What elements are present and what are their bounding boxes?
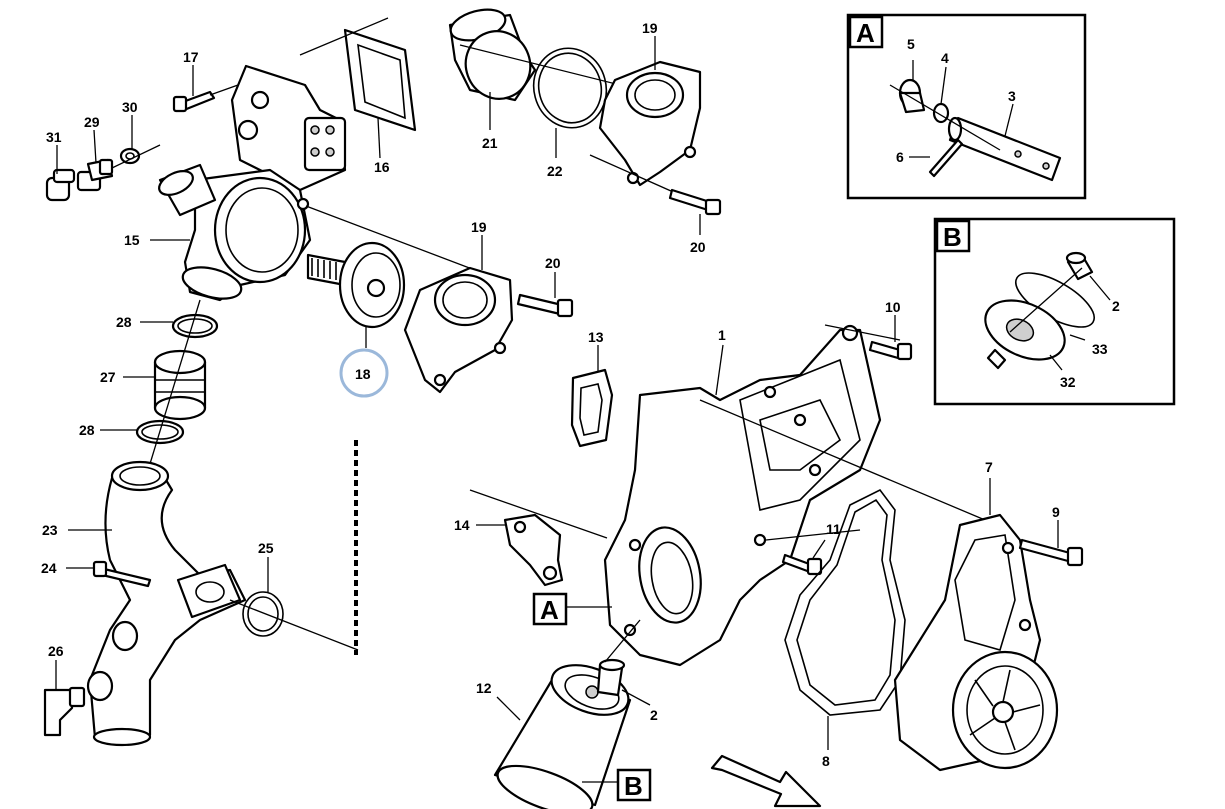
inset-b-label: B xyxy=(943,222,962,252)
pipe-group: 28 27 28 23 24 25 xyxy=(41,299,359,747)
callout-17: 17 xyxy=(183,49,199,65)
direction-arrow-icon xyxy=(710,754,822,808)
ref-a-label: A xyxy=(540,595,559,625)
bolt-9: 9 xyxy=(1018,504,1084,567)
callout-12: 12 xyxy=(476,680,492,696)
thermostat-housing-group: 17 16 15 xyxy=(124,17,481,302)
callout-15: 15 xyxy=(124,232,140,248)
callout-1: 1 xyxy=(718,327,726,343)
callout-22: 22 xyxy=(547,163,563,179)
ref-a: A xyxy=(532,592,612,626)
thermostat-group: 18 19 20 xyxy=(306,219,574,398)
callout-11: 11 xyxy=(826,521,841,537)
callout-6: 6 xyxy=(896,149,904,165)
callout-2-main: 2 xyxy=(650,707,658,723)
callout-20-lower: 20 xyxy=(545,255,561,271)
callout-14: 14 xyxy=(454,517,470,533)
upper-cover-group: 21 22 19 20 xyxy=(448,8,722,255)
gasket-8: 8 xyxy=(784,488,906,769)
bolt-10: 10 xyxy=(868,299,913,361)
callout-13: 13 xyxy=(588,329,604,345)
seal-13-group: 13 xyxy=(570,329,614,448)
plug-group: 31 29 30 xyxy=(45,99,161,202)
callout-21: 21 xyxy=(482,135,498,151)
bracket-14: 14 xyxy=(454,513,564,587)
timing-cover-group: 1 xyxy=(469,324,986,667)
inset-a-label: A xyxy=(856,18,875,48)
inset-b: B 2 33 32 xyxy=(933,217,1176,406)
water-pump-group: 7 xyxy=(893,459,1059,772)
callout-25: 25 xyxy=(258,540,274,556)
callout-19-top: 19 xyxy=(642,20,658,36)
callout-32: 32 xyxy=(1060,374,1076,390)
callout-3: 3 xyxy=(1008,88,1016,104)
callout-2-inset-b: 2 xyxy=(1112,298,1120,314)
callout-16: 16 xyxy=(374,159,390,175)
callout-27: 27 xyxy=(100,369,116,385)
callout-10: 10 xyxy=(885,299,901,315)
callout-4: 4 xyxy=(941,50,949,66)
callout-20-top: 20 xyxy=(690,239,706,255)
highlight-circle-18 xyxy=(339,348,389,398)
callout-9: 9 xyxy=(1052,504,1060,520)
callout-33: 33 xyxy=(1092,341,1108,357)
callout-26: 26 xyxy=(48,643,64,659)
oil-filter-group: 12 2 xyxy=(476,619,658,809)
callout-19-lower: 19 xyxy=(471,219,487,235)
callout-24: 24 xyxy=(41,560,57,576)
callout-7: 7 xyxy=(985,459,993,475)
callout-8: 8 xyxy=(822,753,830,769)
ref-b: B xyxy=(582,768,652,802)
callout-29: 29 xyxy=(84,114,100,130)
ref-b-label: B xyxy=(624,771,643,801)
callout-18: 18 xyxy=(355,366,371,382)
inset-a: A 5 4 3 6 xyxy=(846,13,1087,200)
callout-5: 5 xyxy=(907,36,915,52)
callout-28-lower: 28 xyxy=(79,422,95,438)
callout-23: 23 xyxy=(42,522,58,538)
callout-31: 31 xyxy=(46,129,62,145)
bolt-11: 11 xyxy=(781,521,841,576)
callout-30: 30 xyxy=(122,99,138,115)
callout-28-upper: 28 xyxy=(116,314,132,330)
